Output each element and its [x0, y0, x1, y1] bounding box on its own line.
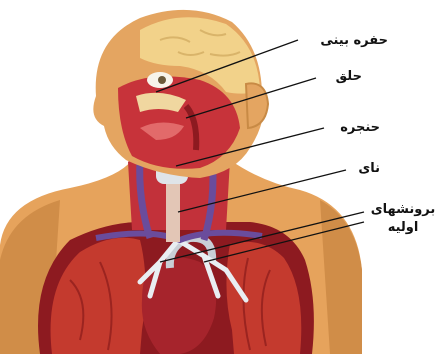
label-larynx: حنجره	[326, 119, 380, 137]
label-primary-bronchi: برونشهای اولیه	[366, 201, 440, 237]
ear	[246, 83, 268, 128]
label-primary-bronchi-line1: برونشهای	[366, 201, 440, 219]
trachea	[166, 184, 180, 242]
eye-iris	[158, 76, 166, 84]
label-pharynx: حلق	[318, 68, 362, 86]
label-trachea: نای	[350, 160, 380, 178]
label-primary-bronchi-line2: اولیه	[366, 219, 440, 237]
label-nasal-cavity: حفره بینی	[300, 32, 388, 50]
